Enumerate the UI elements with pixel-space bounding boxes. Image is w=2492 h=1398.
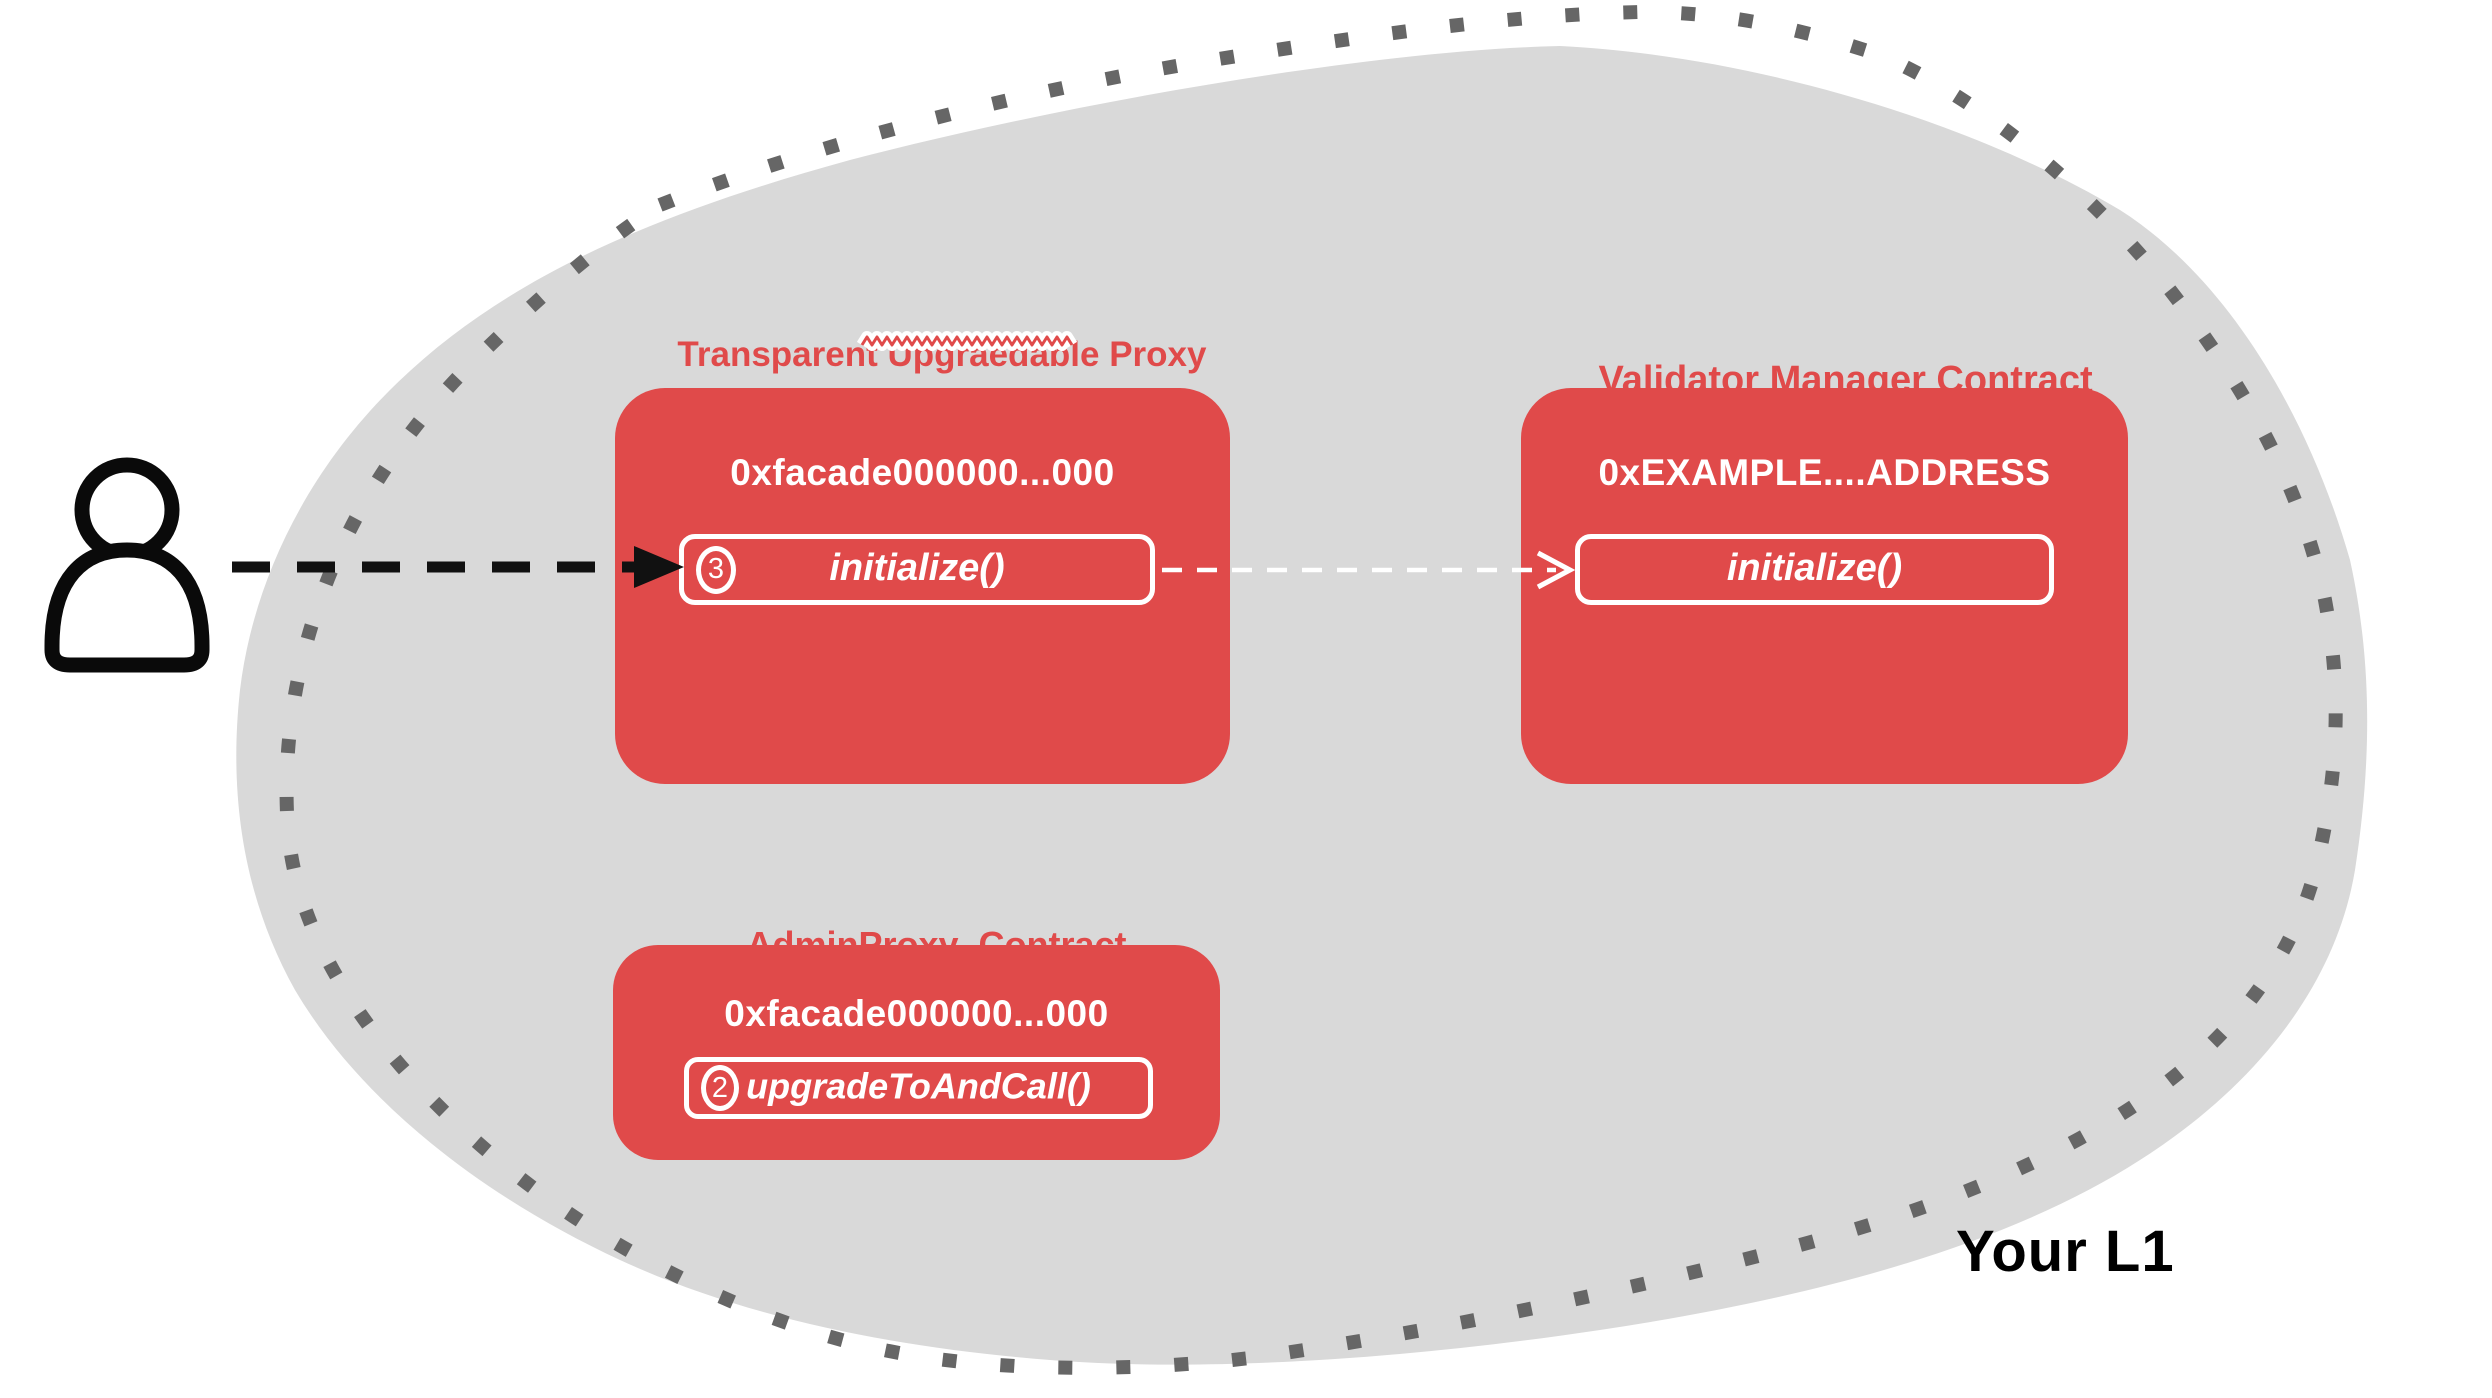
step-2-badge: 2: [701, 1065, 739, 1111]
step-2-number: 2: [711, 1071, 729, 1104]
region-label: Your L1: [1956, 1219, 2175, 1284]
validator-initialize-method-label: initialize(): [1726, 546, 1903, 589]
upgrade-method-label: upgradeToAndCall(): [746, 1065, 1091, 1107]
admin-proxy-card: 0xfacade000000...000 2 upgradeToAndCall(…: [613, 945, 1220, 1160]
initialize-method-pill: 3 initialize(): [679, 534, 1155, 605]
initialize-method-label: initialize(): [829, 546, 1005, 589]
proxy-contract-card: 0xfacade000000...000 3 initialize(): [615, 388, 1230, 784]
upgrade-method-pill: 2 upgradeToAndCall(): [684, 1057, 1153, 1119]
step-3-badge: 3: [696, 545, 736, 594]
validator-initialize-method-pill: initialize(): [1575, 534, 2054, 605]
user-icon: [44, 457, 210, 673]
step-3-number: 3: [707, 553, 725, 585]
proxy-contract-address: 0xfacade000000...000: [730, 452, 1115, 493]
admin-proxy-address: 0xfacade000000...000: [724, 993, 1109, 1034]
validator-manager-address: 0xEXAMPLE....ADDRESS: [1598, 452, 2051, 493]
validator-manager-card: 0xEXAMPLE....ADDRESS initialize(): [1521, 388, 2128, 784]
